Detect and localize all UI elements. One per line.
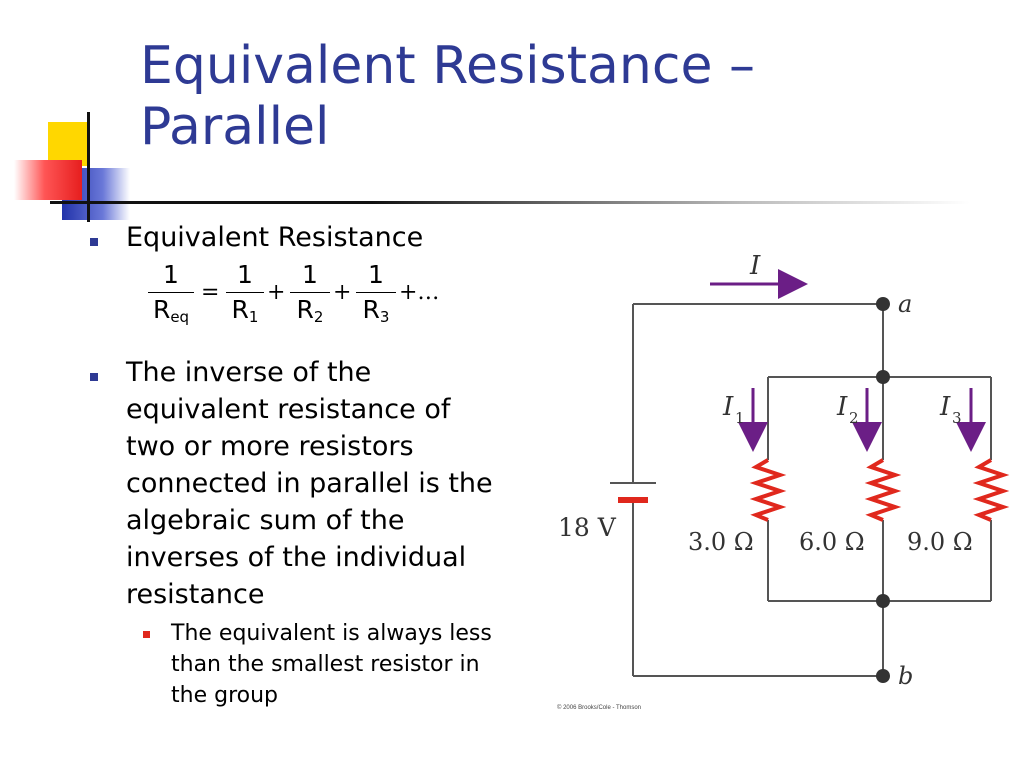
bullet-2-text: The inverse of the equivalent resistance… [126, 354, 493, 613]
bottom-junction-dot [876, 594, 890, 608]
bullet-2-line: resistance [126, 579, 265, 610]
resistor-2 [864, 458, 902, 522]
r1-symbol: R [231, 295, 249, 324]
req-symbol: R [152, 295, 171, 324]
resistor-2-value: 6.0 Ω [799, 528, 865, 556]
r3-symbol: R [362, 295, 380, 324]
r3-subscript: 3 [379, 308, 390, 326]
current-2-subscript: 2 [849, 409, 859, 427]
fraction-bar [290, 292, 330, 293]
page-title: Equivalent Resistance – Parallel [140, 36, 1000, 158]
title-line-2: Parallel [140, 97, 330, 157]
numerator: 1 [368, 260, 384, 289]
bullet-marker [90, 373, 98, 381]
resistor-1 [749, 458, 787, 522]
corner-decoration [0, 0, 140, 230]
sub-bullet-text: The equivalent is always less than the s… [171, 618, 492, 711]
bullet-marker [90, 238, 98, 246]
fraction-req: 1 Req [148, 260, 194, 326]
title-divider [50, 201, 970, 204]
plus-sign: + [267, 280, 286, 305]
sub-bullet-line: The equivalent is always less [171, 621, 492, 646]
fraction-bar [226, 292, 264, 293]
bullet-2-line: connected in parallel is the [126, 468, 493, 499]
bullet-2-line: equivalent resistance of [126, 394, 451, 425]
denominator: Req [148, 295, 194, 326]
node-a-label: a [898, 290, 912, 318]
current-1-label: I [722, 392, 734, 422]
resistor-3-value: 9.0 Ω [907, 528, 973, 556]
bullet-2-line: two or more resistors [126, 431, 414, 462]
bullet-2-line: inverses of the individual [126, 542, 467, 573]
sub-bullet-marker [143, 631, 150, 638]
bullet-2-line: The inverse of the [126, 357, 372, 388]
current-total-label: I [749, 251, 761, 281]
battery-voltage-label: 18 V [558, 513, 617, 542]
circuit-wires [632, 303, 992, 677]
fraction-r3: 1 R3 [356, 260, 396, 326]
sub-bullet-line: the group [171, 683, 278, 708]
resistor-3 [972, 458, 1010, 522]
ellipsis-term: +… [399, 280, 440, 305]
yellow-square [48, 122, 90, 166]
plus-sign: + [333, 280, 352, 305]
r2-subscript: 2 [313, 308, 324, 326]
fraction-bar [148, 292, 194, 293]
vertical-line [87, 112, 90, 222]
bullet-1-text: Equivalent Resistance [126, 222, 424, 253]
fraction-bar [356, 292, 396, 293]
denominator: R3 [356, 295, 396, 326]
fraction-r1: 1 R1 [226, 260, 264, 326]
current-3-subscript: 3 [952, 409, 962, 427]
current-2-label: I [836, 392, 848, 422]
resistor-1-value: 3.0 Ω [688, 528, 754, 556]
current-1-subscript: 1 [735, 409, 745, 427]
copyright-credit: © 2006 Brooks/Cole - Thomson [557, 705, 642, 711]
title-line-1: Equivalent Resistance – [140, 36, 755, 96]
red-square [14, 160, 82, 200]
top-junction-dot [876, 370, 890, 384]
current-3-label: I [939, 392, 951, 422]
r2-symbol: R [296, 295, 314, 324]
node-a-dot [876, 297, 890, 311]
bullet-2-line: algebraic sum of the [126, 505, 405, 536]
parallel-circuit-diagram: I a b 18 V I 1 I 2 I 3 3.0 Ω 6.0 Ω 9.0 Ω [558, 251, 1010, 690]
equals-sign: = [201, 280, 220, 305]
denominator: R1 [226, 295, 264, 326]
sub-bullet-line: than the smallest resistor in [171, 652, 480, 677]
node-b-dot [876, 669, 890, 683]
denominator: R2 [290, 295, 330, 326]
numerator: 1 [302, 260, 318, 289]
numerator: 1 [237, 260, 253, 289]
req-subscript: eq [170, 308, 190, 326]
fraction-r2: 1 R2 [290, 260, 330, 326]
numerator: 1 [163, 260, 179, 289]
node-b-label: b [898, 662, 913, 690]
r1-subscript: 1 [248, 308, 259, 326]
